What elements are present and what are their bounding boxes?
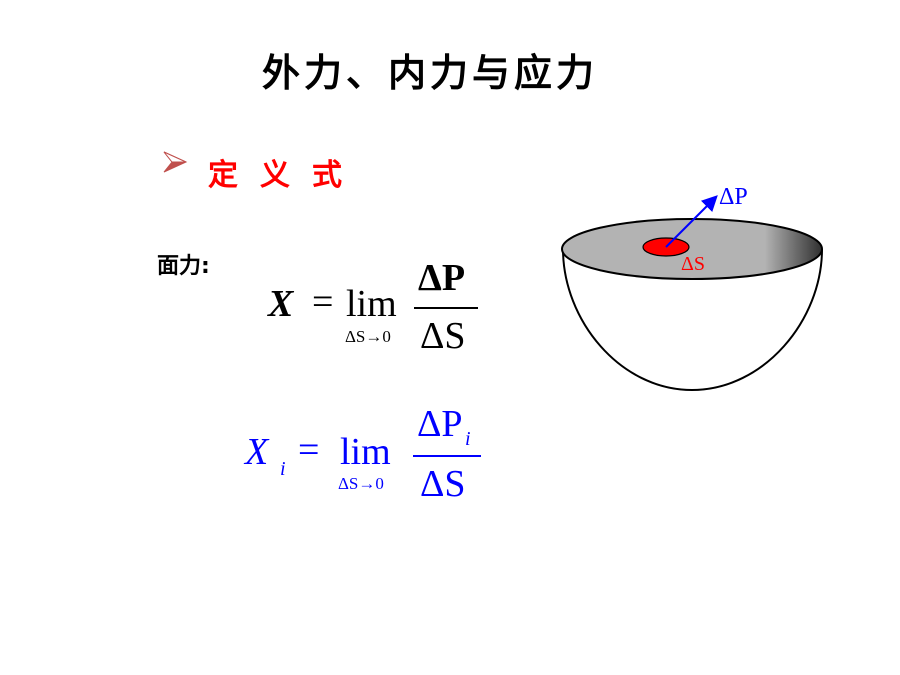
formula-equals: = [312,281,334,323]
formula-lhs-sub: i [280,458,286,480]
force-label: ΔP [719,184,748,210]
formula-numerator-sub: i [465,428,471,450]
hemisphere-bowl [562,248,823,392]
formula-lhs: X [245,431,269,473]
formula-denominator: ΔS [420,315,466,357]
slide-title: 外力、内力与应力 [261,51,598,95]
formula-lhs: X [268,283,294,325]
section-heading: 定义式 [208,158,364,193]
fraction-line [413,455,481,457]
force-arrow [665,195,718,248]
formula-denominator: ΔS [420,463,466,505]
formula-limit-sub: ΔS→0 [345,327,391,346]
formula-lim: lim [346,283,397,325]
area-label: ΔS [681,253,705,275]
arrow-bullet-icon [162,150,188,178]
surface-force-label: 面力: [157,254,210,279]
formula-numerator: ΔP [417,403,463,445]
formula-lim: lim [340,431,391,473]
hemisphere-section [561,218,823,280]
formula-equals: = [298,429,320,471]
formula-numerator: ΔP [418,257,466,299]
formula-limit-sub: ΔS→0 [338,474,384,493]
fraction-line [414,307,478,309]
